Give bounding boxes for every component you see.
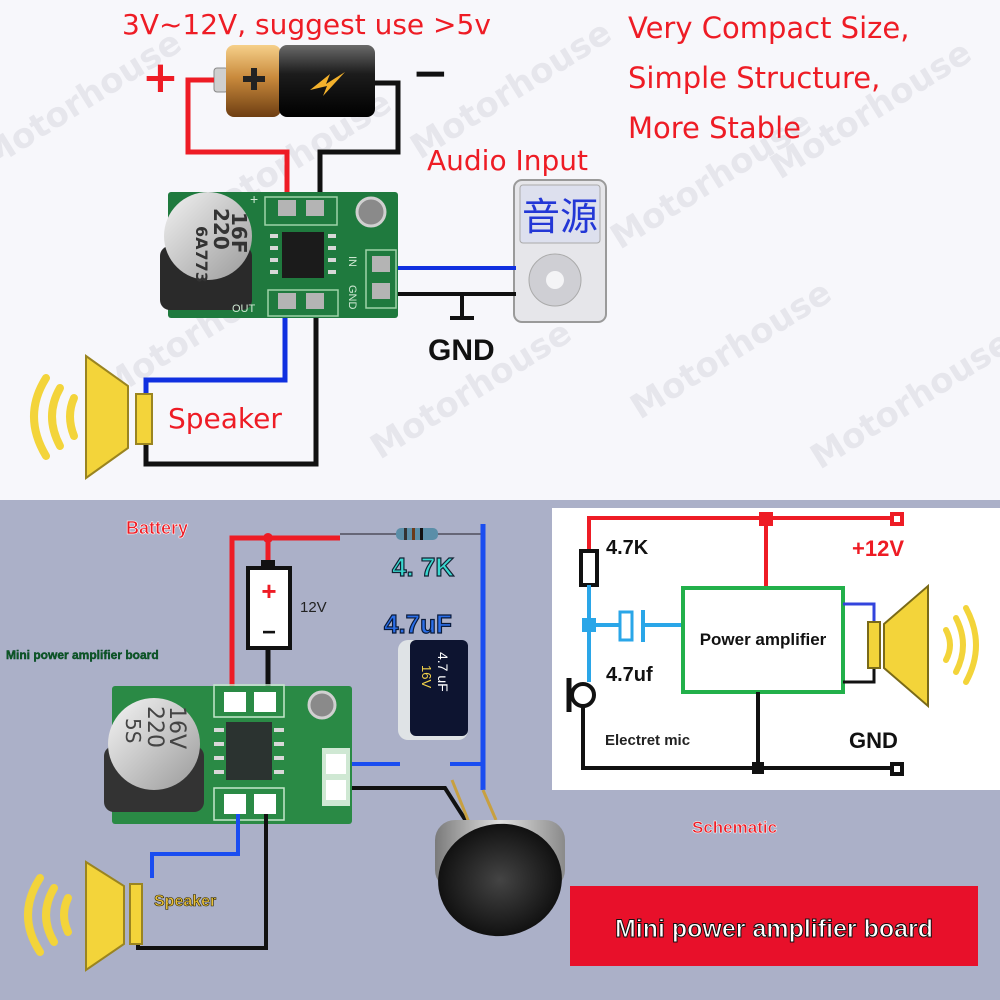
top-diagram-canvas: Motorhouse Motorhouse Motorhouse Motorho…: [0, 8, 1000, 480]
pin-label-plus: +: [250, 191, 258, 207]
schematic-resistor-label: 4.7K: [606, 537, 649, 559]
wire-speaker-positive-bottom: [150, 814, 240, 878]
schematic-supply-rail: [587, 516, 896, 551]
title-banner: Mini power amplifier board: [570, 886, 978, 966]
capacitor-icon: 4.7 uF 16V: [398, 640, 468, 740]
amplifier-board-bottom: 5S 220 16V: [104, 684, 352, 824]
battery-icon: [213, 45, 375, 117]
feature-line: Simple Structure,: [628, 61, 880, 95]
battery-minus: −: [262, 619, 276, 646]
battery-label: Battery: [126, 518, 188, 538]
capacitor-marking: 4.7 uF: [435, 652, 451, 692]
gnd-label: GND: [428, 334, 495, 367]
schematic-capacitor: [618, 610, 634, 642]
schematic-amplifier-label: Power amplifier: [700, 630, 827, 649]
banner-text: Mini power amplifier board: [615, 915, 933, 943]
watermark-text: Motorhouse: [624, 273, 839, 428]
wire-negative: [317, 80, 401, 196]
speaker-label-bottom: Speaker: [154, 893, 216, 910]
wiring-diagram-bottom-panel: Battery 4. 7K + − 12V 4.7uF 4.7 uF 16V M…: [0, 500, 1000, 1000]
mic-lead: [481, 789, 498, 821]
schematic-amplifier-box: [681, 586, 845, 694]
battery-voltage: 12V: [300, 599, 327, 616]
feature-line: More Stable: [628, 111, 801, 145]
junction-dot: [263, 533, 273, 543]
schematic-junction: [752, 762, 764, 774]
capacitor-marking: 220: [209, 208, 233, 250]
pin-label-out: OUT: [232, 303, 256, 315]
bottom-diagram-canvas: Battery 4. 7K + − 12V 4.7uF 4.7 uF 16V M…: [6, 508, 1000, 972]
electret-mic-icon: [435, 779, 565, 937]
capacitor-label: 4.7uF: [384, 609, 452, 639]
wire-speaker-negative-bottom: [136, 814, 268, 950]
schematic-mic-label: Electret mic: [605, 732, 690, 749]
audio-source-text: 音源: [522, 195, 598, 239]
feature-line: Very Compact Size,: [628, 11, 909, 45]
wire-mic-gnd: [338, 786, 477, 837]
speaker-icon-bottom: [24, 860, 143, 972]
schematic-ground-rail: [581, 706, 896, 770]
schematic-capacitor-label: 4.7uf: [606, 664, 653, 686]
audio-input-label: Audio Input: [427, 144, 588, 177]
speaker-icon: [30, 354, 153, 480]
resistor-label: 4. 7K: [392, 552, 454, 582]
amplifier-board: 6A773 220 16F IN GND + OUT: [160, 191, 398, 318]
speaker-label: Speaker: [168, 402, 282, 435]
pin-label-in: IN: [346, 256, 358, 267]
positive-sign: +: [142, 52, 179, 103]
audio-player-icon: 音源: [513, 179, 607, 323]
schematic-speaker-icon: [867, 583, 979, 709]
voltage-note: 3V~12V, suggest use >5v: [122, 8, 491, 41]
resistor-icon: [396, 528, 438, 540]
schematic-resistor: [579, 549, 599, 587]
schematic-gnd-label: GND: [849, 728, 898, 753]
schematic-diagram: +12V 4.7K 4.7uf Power amplifier Electret…: [552, 508, 1000, 790]
capacitor-marking: 16F: [227, 212, 251, 254]
watermark-text: Motorhouse: [804, 323, 1000, 478]
wire-battery-positive: [229, 535, 340, 698]
negative-sign: −: [412, 48, 449, 99]
wire-speaker-positive: [143, 318, 288, 396]
board-capacitor-marking: 16V: [164, 706, 189, 749]
capacitor-marking: 6A773: [192, 226, 211, 283]
pin-label-gnd: GND: [346, 285, 358, 310]
supply-label: +12V: [852, 536, 904, 561]
wire-positive: [185, 77, 290, 196]
schematic-caption: Schematic: [692, 818, 777, 837]
wire-speaker-negative: [143, 318, 319, 467]
board-capacitor-marking: 5S: [121, 718, 145, 743]
battery-symbol: + −: [246, 560, 292, 650]
board-label: Mini power amplifier board: [6, 648, 159, 662]
board-capacitor-marking: 220: [142, 706, 167, 748]
capacitor-marking: 16V: [419, 665, 434, 688]
wiring-diagram-top-panel: Motorhouse Motorhouse Motorhouse Motorho…: [0, 8, 1000, 480]
battery-plus: +: [261, 576, 276, 606]
